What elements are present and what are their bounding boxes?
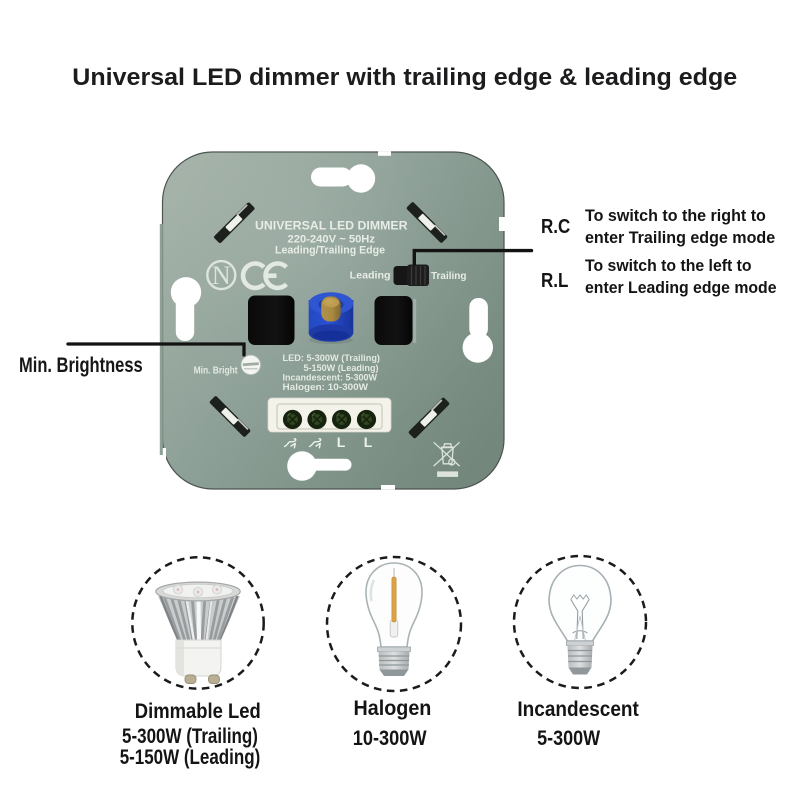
svg-text:Leading: Leading [350, 270, 391, 282]
svg-text:Min. Bright: Min. Bright [194, 366, 239, 377]
svg-text:Leading/Trailing Edge: Leading/Trailing Edge [275, 245, 385, 257]
svg-text:Halogen: 10-300W: Halogen: 10-300W [283, 382, 369, 393]
svg-text:Incandescent: 5-300W: Incandescent: 5-300W [283, 373, 378, 384]
svg-text:N: N [212, 261, 231, 290]
svg-text:220-240V ~ 50Hz: 220-240V ~ 50Hz [288, 234, 376, 246]
svg-text:LED: 5-300W (Trailing): LED: 5-300W (Trailing) [283, 353, 381, 364]
svg-text:L: L [364, 434, 373, 450]
svg-text:Trailing: Trailing [431, 270, 467, 282]
svg-text:L: L [337, 434, 346, 450]
svg-text:UNIVERSAL LED DIMMER: UNIVERSAL LED DIMMER [255, 219, 408, 233]
svg-text:5-150W (Leading): 5-150W (Leading) [304, 363, 379, 374]
